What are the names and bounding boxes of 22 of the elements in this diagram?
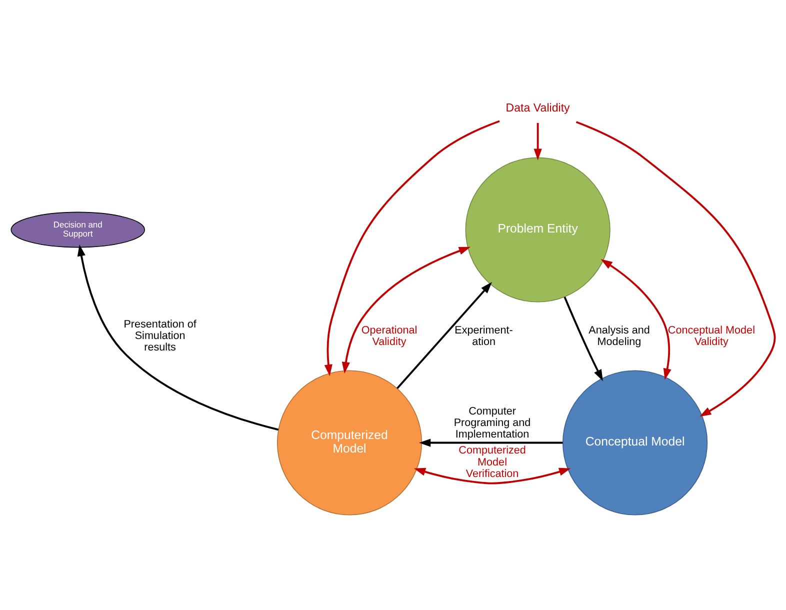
edge-label: Conceptual Model Validity <box>668 324 755 348</box>
arrow <box>534 122 542 160</box>
edge-label: Operational Validity <box>361 324 418 348</box>
arrow <box>342 246 471 374</box>
arrow <box>600 259 672 380</box>
node-circle: Conceptual Model <box>562 370 708 516</box>
arrow <box>419 438 563 447</box>
arrow <box>324 120 500 376</box>
edge-label: Analysis and Modeling <box>588 324 650 348</box>
arrow <box>576 121 776 417</box>
edge-label: Computerized Model Verification <box>458 444 526 480</box>
node-circle: Computerized Model <box>276 370 422 516</box>
node-text: Data Validity <box>506 102 570 115</box>
arrow <box>77 244 279 431</box>
arrow <box>396 282 492 390</box>
arrow <box>564 296 603 382</box>
edge-label: Experiment- ation <box>454 324 513 348</box>
edge-label: Computer Programing and Implementation <box>454 405 531 441</box>
arrow <box>414 468 571 484</box>
node-ellipse: Decision and Support <box>10 212 145 248</box>
edge-label: Presentation of Simulation results <box>124 318 196 354</box>
node-circle: Problem Entity <box>465 157 610 302</box>
